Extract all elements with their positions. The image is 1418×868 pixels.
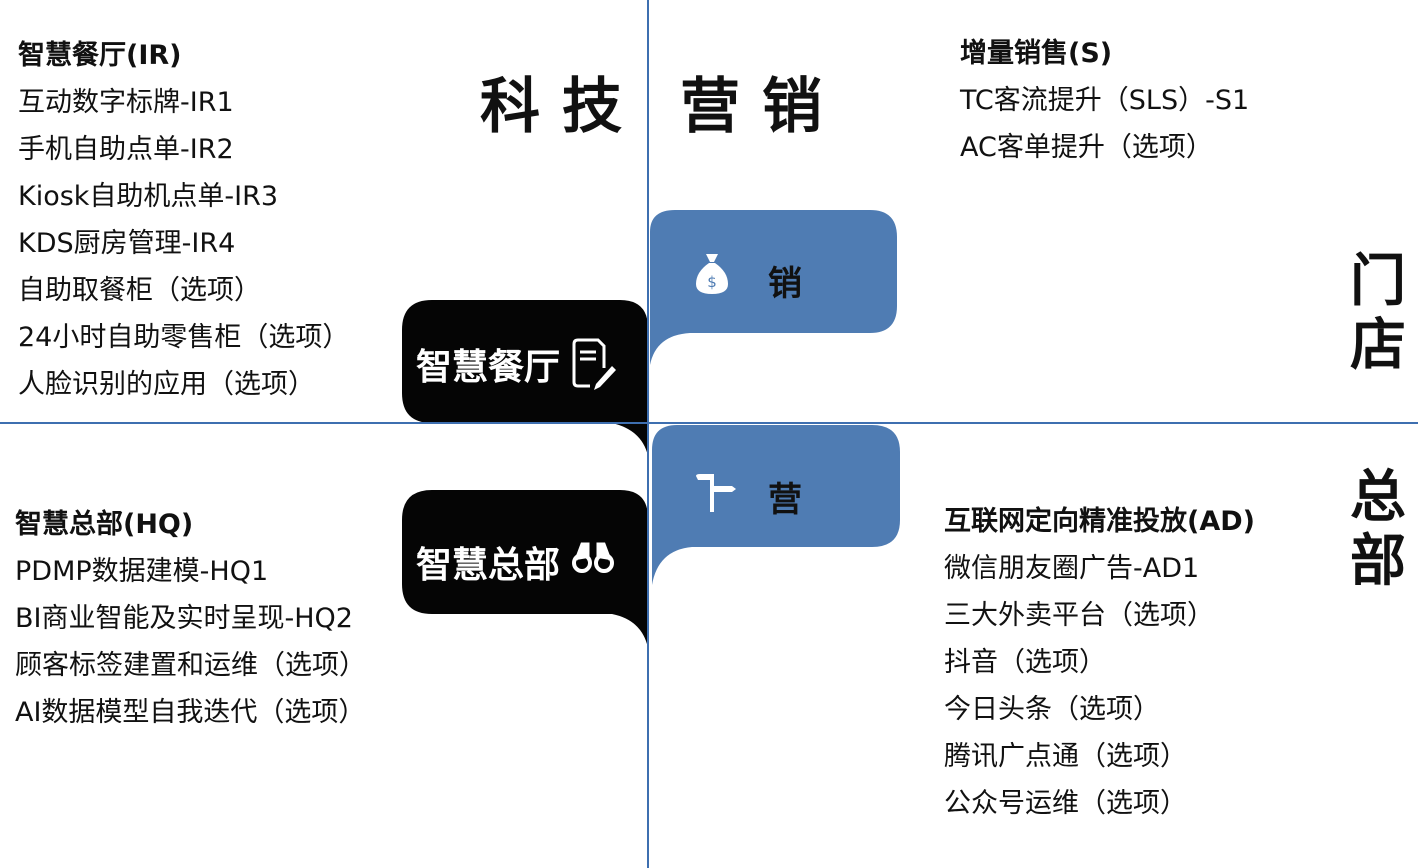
list-title: 智慧餐厅(IR) bbox=[18, 40, 182, 71]
list-item: PDMP数据建模-HQ1 bbox=[15, 556, 269, 587]
sales-bubble bbox=[650, 210, 897, 365]
list-item: 顾客标签建置和运维（选项） bbox=[15, 650, 366, 681]
document-pen-icon bbox=[572, 338, 616, 390]
binoculars-icon bbox=[572, 542, 614, 573]
list-item: BI商业智能及实时呈现-HQ2 bbox=[15, 603, 353, 634]
list-item: 微信朋友圈广告-AD1 bbox=[944, 553, 1200, 584]
list-title: 互联网定向精准投放(AD) bbox=[944, 506, 1255, 537]
svg-text:$: $ bbox=[707, 273, 717, 291]
list-title: 增量销售(S) bbox=[960, 38, 1113, 69]
list-item: Kiosk自助机点单-IR3 bbox=[18, 181, 279, 212]
operation-bubble-label: 营 bbox=[768, 480, 802, 520]
list-item: TC客流提升（SLS）-S1 bbox=[960, 85, 1250, 116]
hq-bubble-label: 智慧总部 bbox=[416, 545, 561, 586]
operation-bubble bbox=[652, 425, 900, 585]
list-item: AI数据模型自我迭代（选项） bbox=[15, 697, 366, 728]
restaurant-bubble-label: 智慧餐厅 bbox=[416, 347, 561, 388]
list-item: 自助取餐柜（选项） bbox=[18, 275, 261, 306]
money-bag-icon: $ bbox=[696, 254, 728, 294]
top-left-list: 智慧餐厅(IR) 互动数字标牌-IR1 手机自助点单-IR2 Kiosk自助机点… bbox=[18, 32, 349, 408]
header-hq: 总部 bbox=[1350, 465, 1406, 594]
list-item: KDS厨房管理-IR4 bbox=[18, 228, 236, 259]
header-store: 门店 bbox=[1350, 249, 1406, 378]
list-item: 互动数字标牌-IR1 bbox=[18, 87, 234, 118]
bottom-right-list: 互联网定向精准投放(AD) 微信朋友圈广告-AD1 三大外卖平台（选项） 抖音（… bbox=[944, 498, 1255, 827]
list-title: 智慧总部(HQ) bbox=[15, 509, 194, 540]
header-marketing: 营销 bbox=[680, 72, 844, 142]
list-item: AC客单提升（选项） bbox=[960, 132, 1213, 163]
list-item: 腾讯广点通（选项） bbox=[944, 741, 1187, 772]
header-tech: 科技 bbox=[480, 72, 644, 142]
signpost-icon bbox=[696, 474, 736, 512]
top-right-list: 增量销售(S) TC客流提升（SLS）-S1 AC客单提升（选项） bbox=[960, 30, 1249, 171]
list-item: 人脸识别的应用（选项） bbox=[18, 369, 315, 400]
list-item: 抖音（选项） bbox=[944, 647, 1106, 678]
bottom-left-list: 智慧总部(HQ) PDMP数据建模-HQ1 BI商业智能及实时呈现-HQ2 顾客… bbox=[15, 501, 366, 736]
list-item: 手机自助点单-IR2 bbox=[18, 134, 234, 165]
hq-bubble bbox=[402, 490, 648, 648]
list-item: 公众号运维（选项） bbox=[944, 788, 1187, 819]
list-item: 今日头条（选项） bbox=[944, 694, 1160, 725]
sales-bubble-label: 销 bbox=[768, 264, 802, 304]
list-item: 三大外卖平台（选项） bbox=[944, 600, 1214, 631]
list-item: 24小时自助零售柜（选项） bbox=[18, 322, 350, 353]
